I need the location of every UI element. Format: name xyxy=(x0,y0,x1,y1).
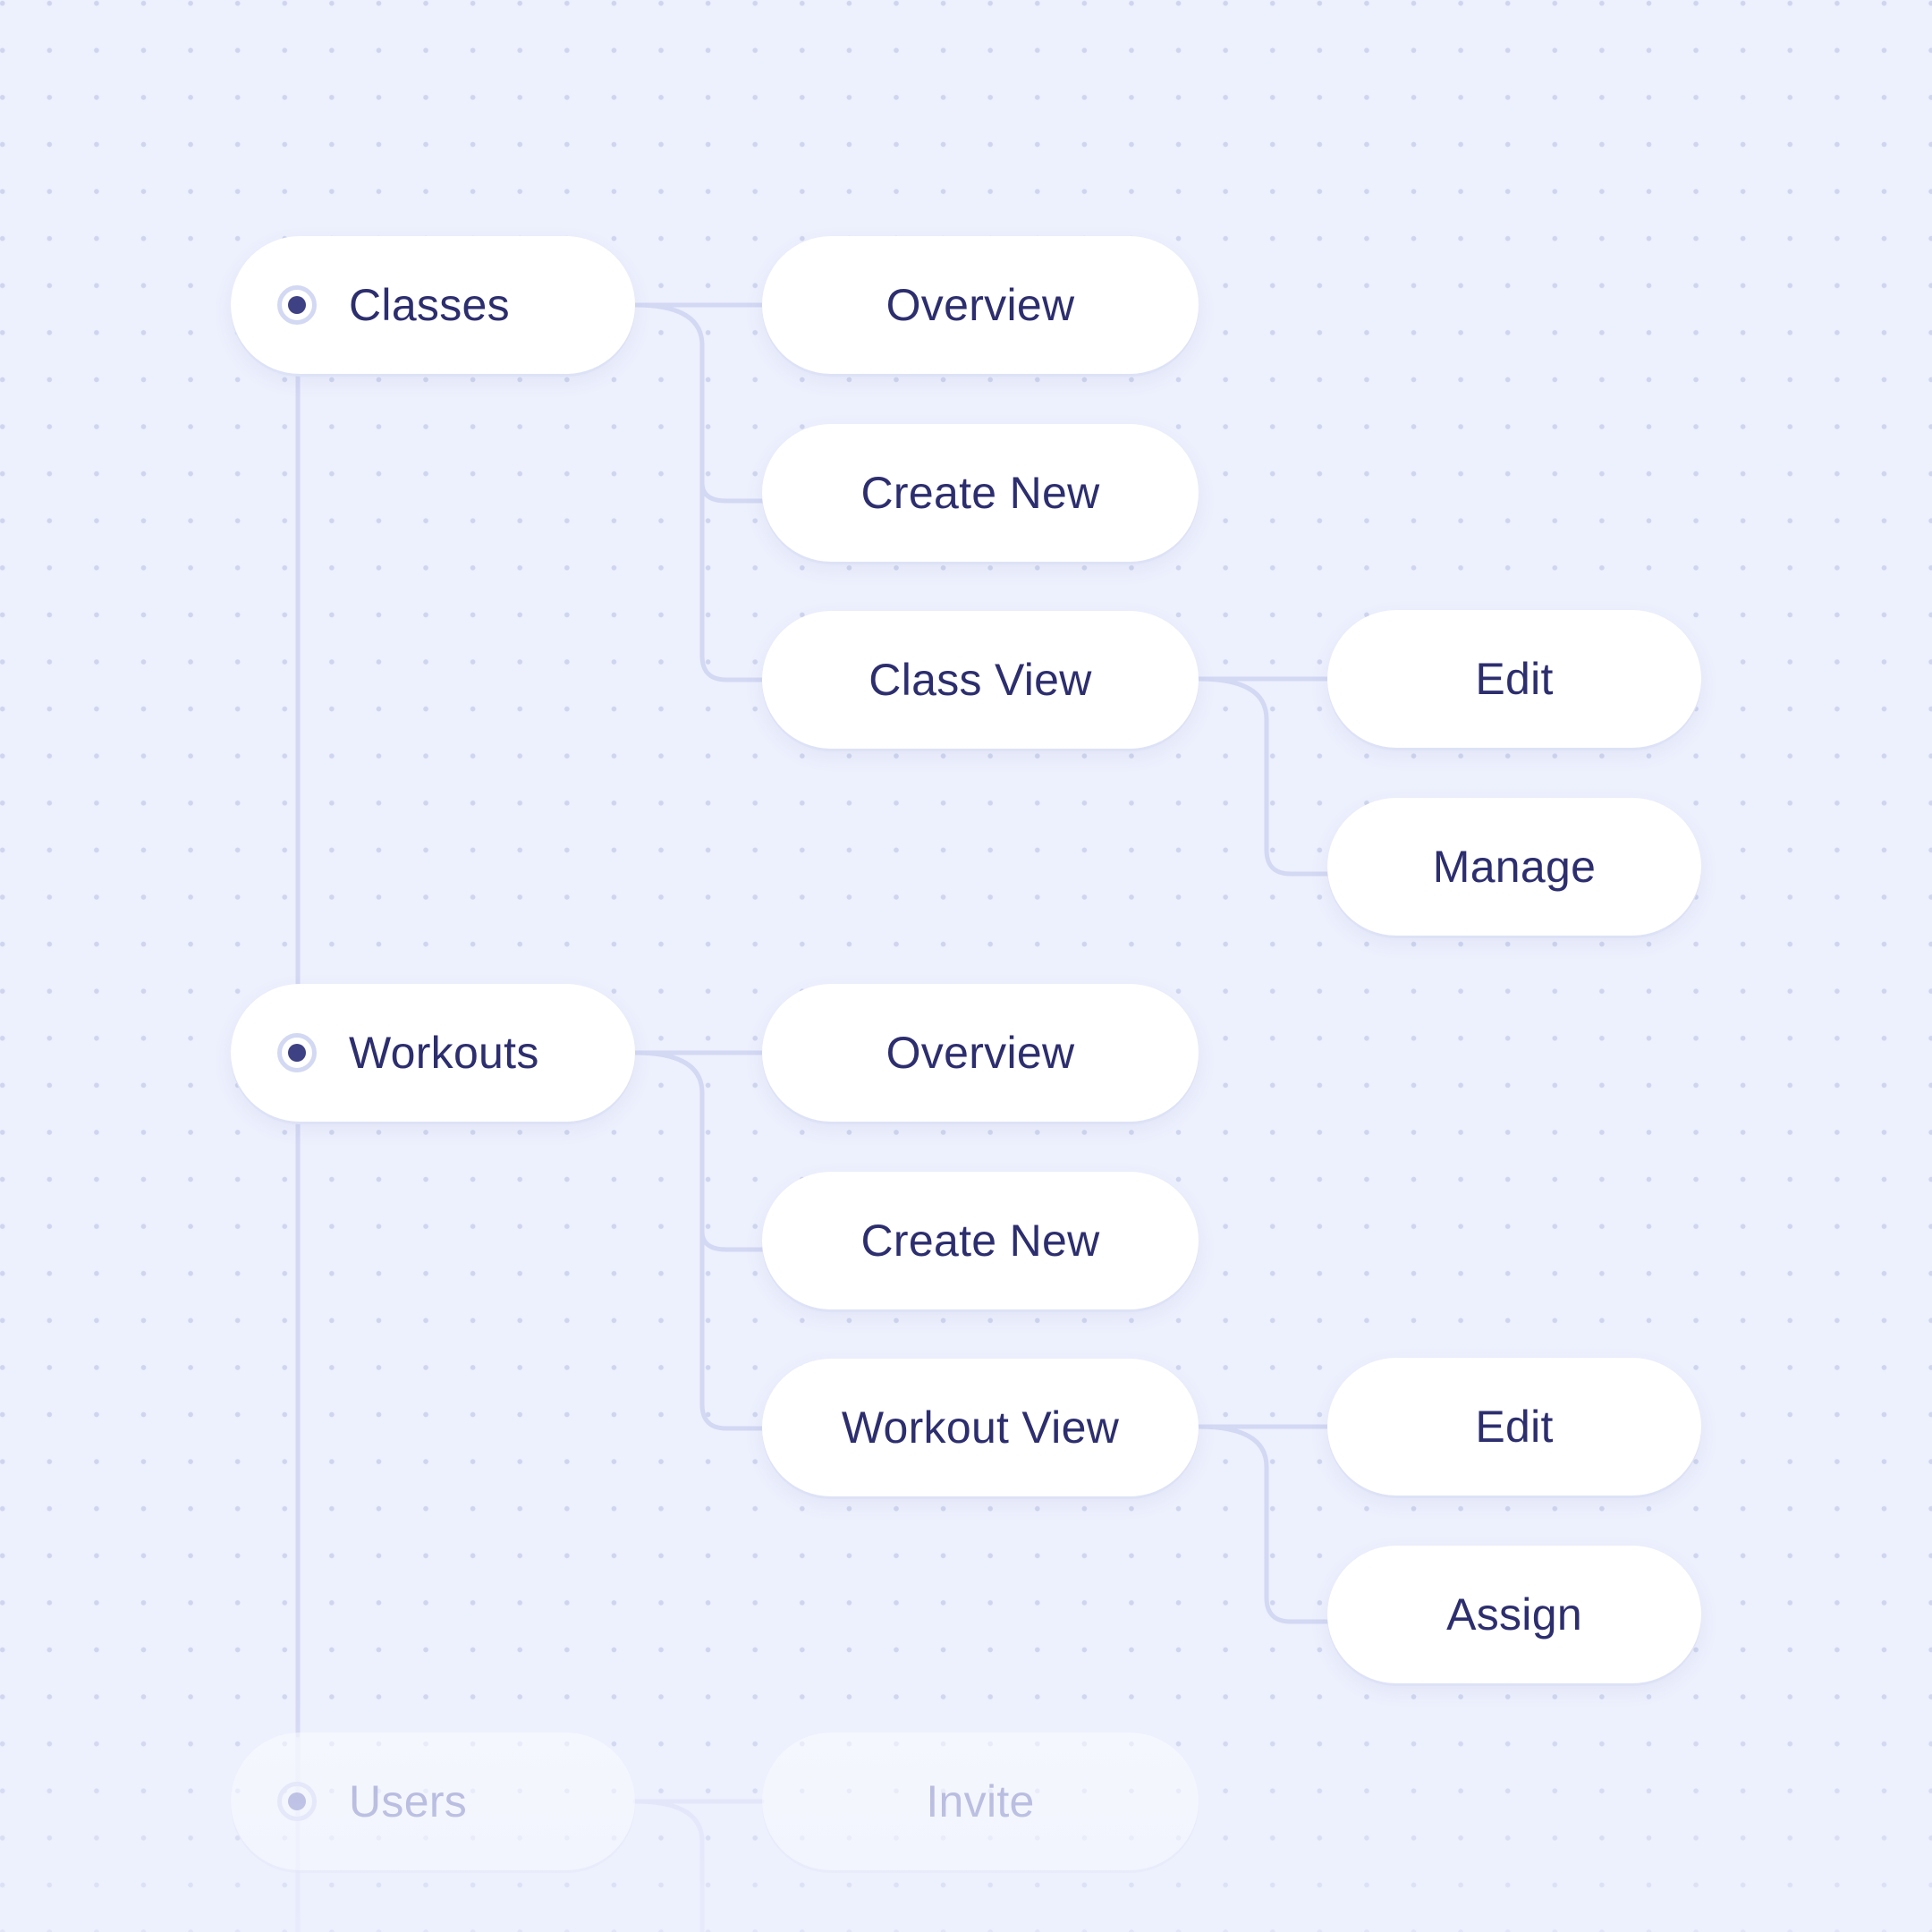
node-workouts[interactable]: Workouts xyxy=(231,984,635,1122)
connector-classes-create xyxy=(699,480,765,504)
node-workouts-create-new[interactable]: Create New xyxy=(762,1172,1199,1309)
radio-icon xyxy=(277,1782,317,1821)
node-workouts-overview[interactable]: Overview xyxy=(762,984,1199,1122)
radio-icon xyxy=(277,285,317,325)
node-class-view-edit[interactable]: Edit xyxy=(1327,610,1701,748)
connector-classes-branch xyxy=(632,302,765,682)
node-class-view-manage[interactable]: Manage xyxy=(1327,798,1701,936)
connector-workoutview-branch xyxy=(1196,1424,1330,1624)
node-class-view[interactable]: Class View xyxy=(762,611,1199,749)
node-workout-view-edit[interactable]: Edit xyxy=(1327,1358,1701,1496)
connector-users-branch xyxy=(632,1799,705,1932)
node-label: Create New xyxy=(860,468,1100,518)
node-label: Edit xyxy=(1475,654,1554,704)
node-workout-view[interactable]: Workout View xyxy=(762,1359,1199,1496)
node-label: Users xyxy=(349,1776,468,1826)
radio-icon xyxy=(277,1033,317,1072)
node-label: Class View xyxy=(869,655,1092,705)
node-classes[interactable]: Classes xyxy=(231,236,635,374)
node-label: Workouts xyxy=(349,1028,539,1078)
node-label: Overview xyxy=(886,1028,1075,1078)
connector-classview-branch xyxy=(1196,676,1330,877)
node-workout-view-assign[interactable]: Assign xyxy=(1327,1546,1701,1683)
connector-workouts-branch xyxy=(632,1050,765,1431)
node-label: Manage xyxy=(1432,842,1597,892)
node-label: Classes xyxy=(349,280,510,330)
node-label: Create New xyxy=(860,1216,1100,1266)
node-label: Invite xyxy=(926,1776,1035,1826)
node-classes-overview[interactable]: Overview xyxy=(762,236,1199,374)
node-label: Assign xyxy=(1446,1589,1582,1640)
connector-workouts-create xyxy=(699,1229,765,1252)
node-classes-create-new[interactable]: Create New xyxy=(762,424,1199,562)
node-users-invite[interactable]: Invite xyxy=(762,1733,1199,1870)
node-label: Overview xyxy=(886,280,1075,330)
node-users[interactable]: Users xyxy=(231,1733,635,1870)
node-label: Edit xyxy=(1475,1402,1554,1452)
node-label: Workout View xyxy=(841,1402,1120,1453)
